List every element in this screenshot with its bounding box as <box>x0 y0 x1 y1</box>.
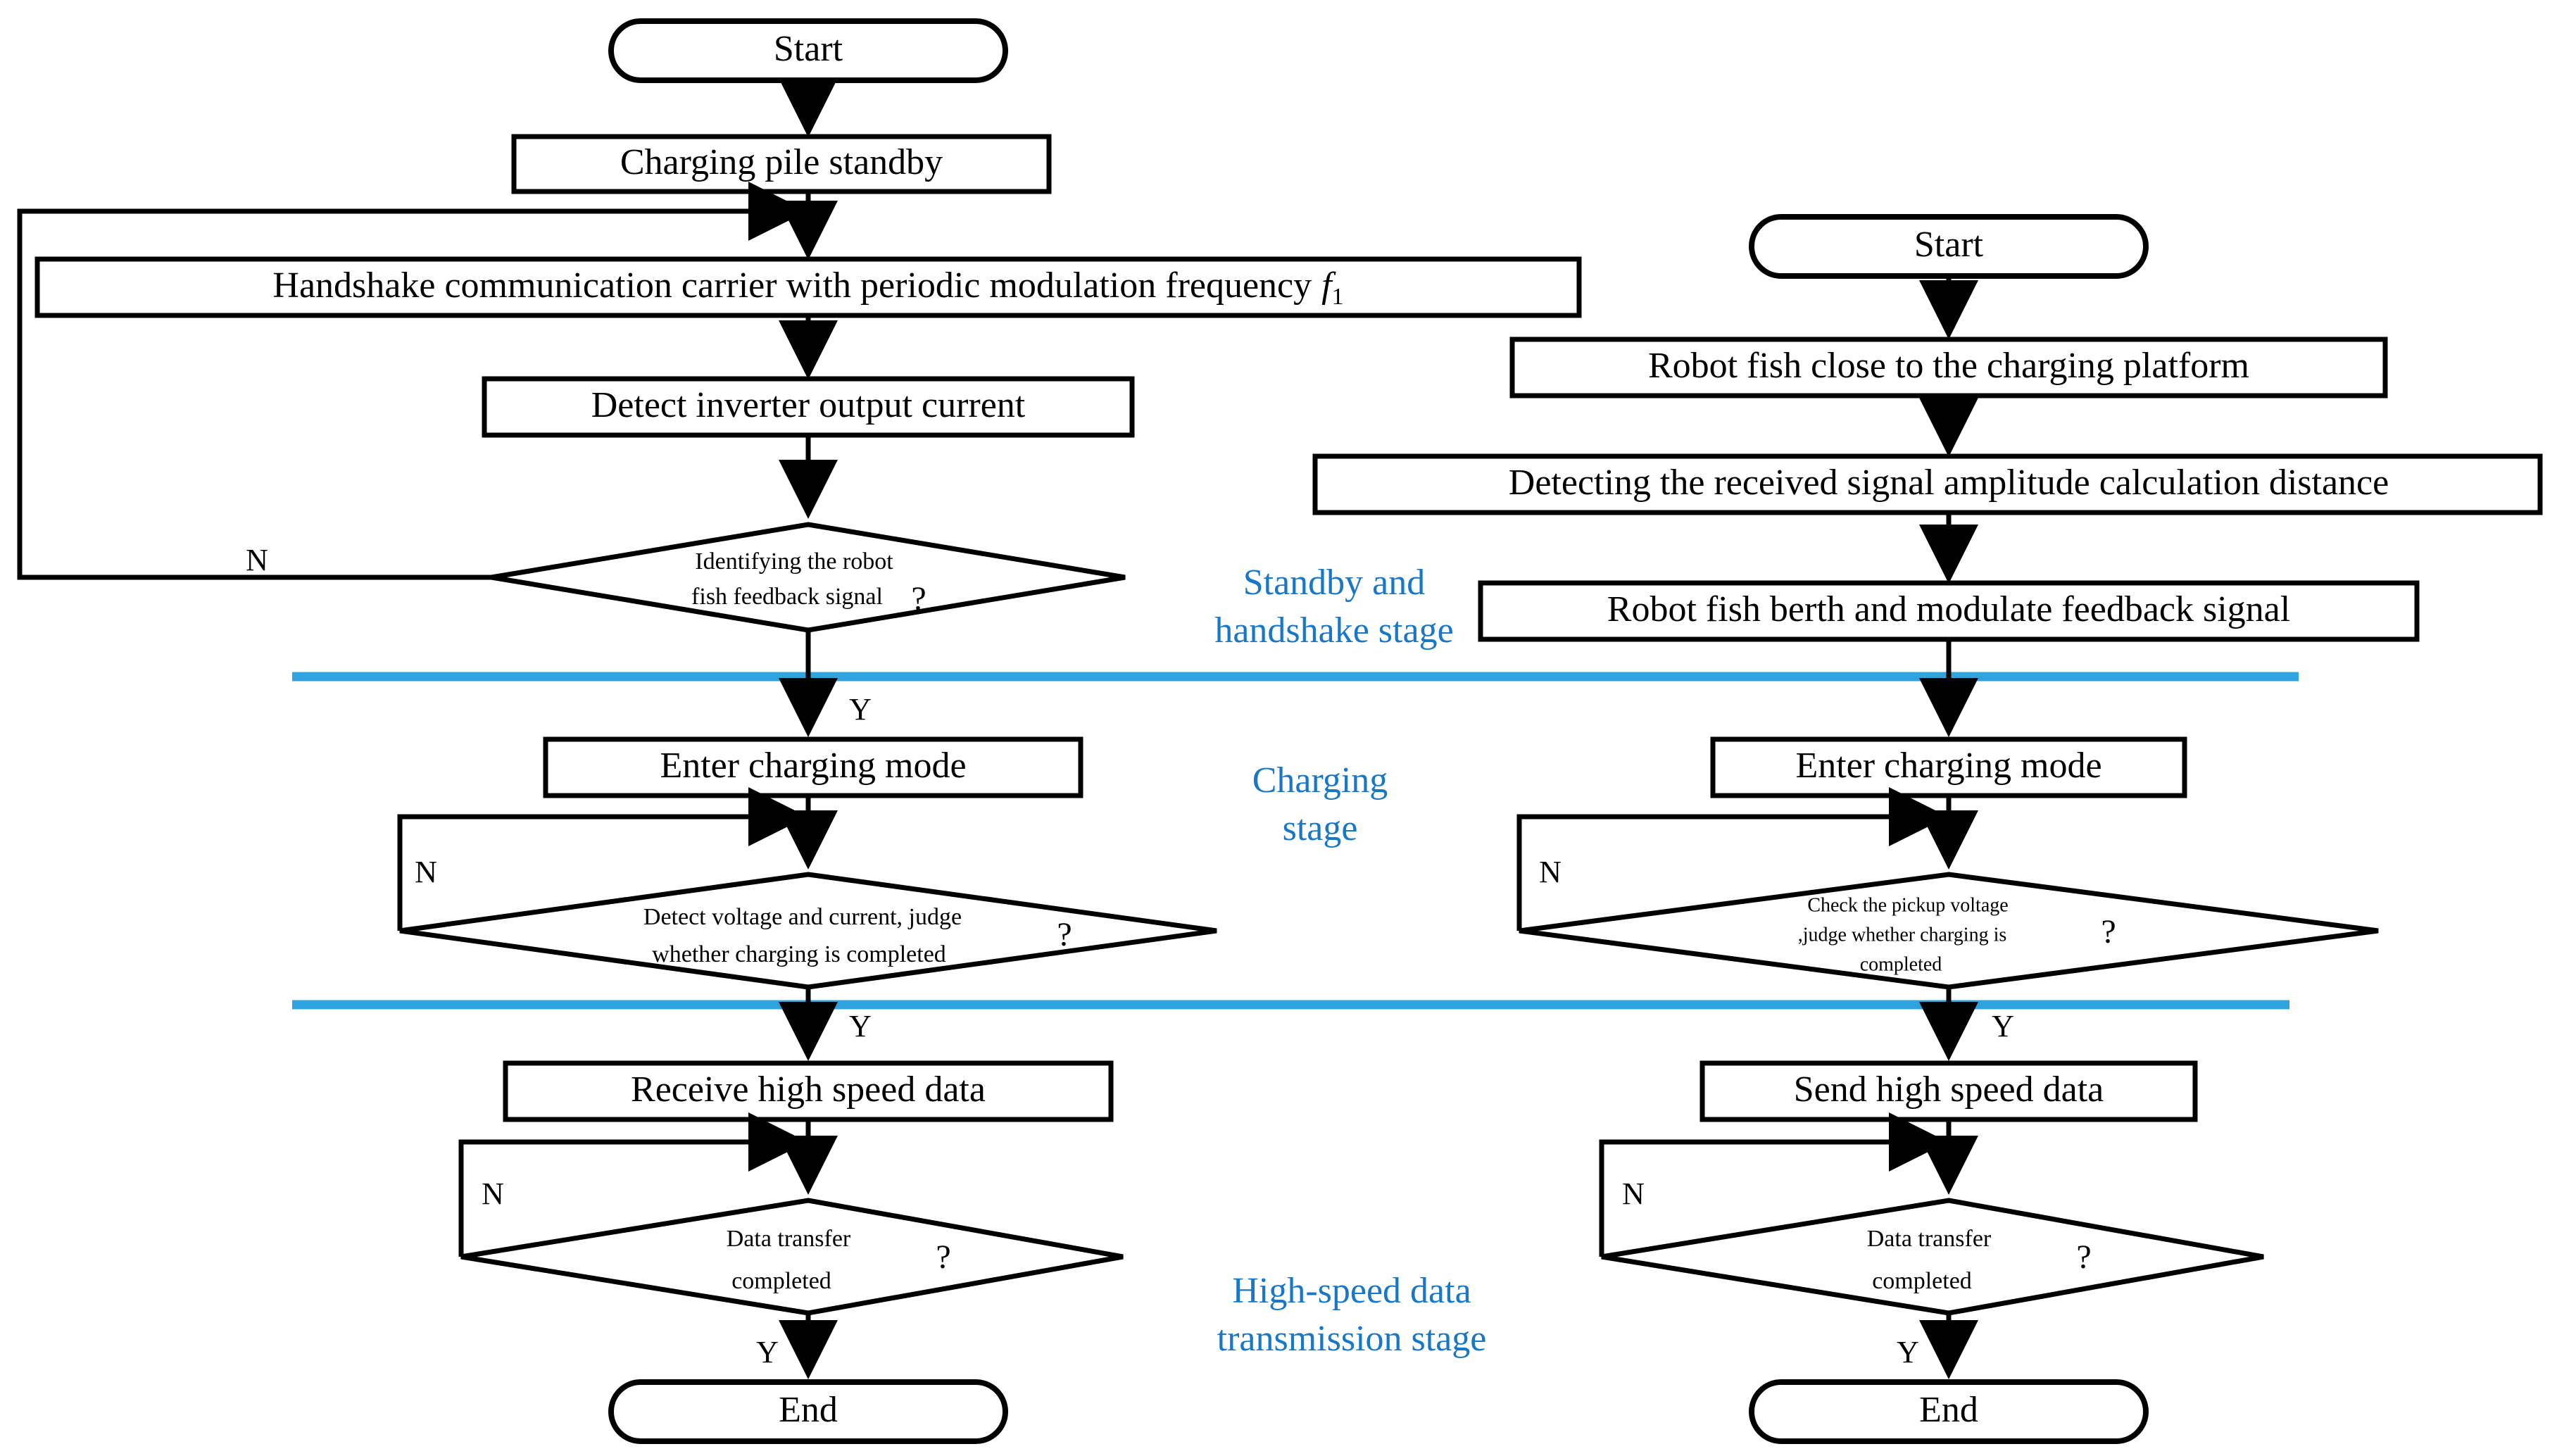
stage-label-highspeed-line1: High-speed data <box>1232 1271 1471 1311</box>
node-send-high-speed-data[interactable]: Send high speed data <box>1699 1060 2198 1122</box>
node-robot-fish-close[interactable]: Robot fish close to the charging platfor… <box>1509 337 2388 398</box>
node-data-transfer-completed-right[interactable]: Data transfer completed ? <box>1601 1198 2264 1316</box>
detect-voltage-line1: Detect voltage and current, judge <box>643 904 962 930</box>
check-pickup-line1: Check the pickup voltage <box>1807 894 2008 916</box>
robot-fish-close-label: Robot fish close to the charging platfor… <box>1648 346 2249 386</box>
enter-charging-mode-right-label: Enter charging mode <box>1795 746 2101 786</box>
data-transfer-right-line1: Data transfer <box>1867 1226 1992 1252</box>
charging-pile-standby-label: Charging pile standby <box>620 142 943 182</box>
edge-data-transfer-no-loop-left <box>458 1112 808 1257</box>
branch-y-detect-voltage: Y <box>849 1009 872 1043</box>
node-right-end[interactable]: End <box>1749 1379 2149 1444</box>
stage-label-standby-and-handshake: Standby and handshake stage <box>1214 563 1453 651</box>
node-charging-pile-standby[interactable]: Charging pile standby <box>511 134 1052 194</box>
stage-label-standby-line2: handshake stage <box>1214 610 1453 651</box>
node-detect-voltage-current[interactable]: Detect voltage and current, judge whethe… <box>399 872 1217 990</box>
branch-y-data-transfer-right: Y <box>1897 1335 1919 1369</box>
check-pickup-line2: ,judge whether charging is <box>1798 924 2007 946</box>
identify-feedback-qmark: ? <box>911 580 926 617</box>
node-detect-inverter-current[interactable]: Detect inverter output current <box>482 376 1135 438</box>
identify-feedback-line1: Identifying the robot <box>695 548 893 575</box>
stage-label-high-speed-data-transmission: High-speed data transmission stage <box>1217 1271 1487 1359</box>
branch-y-check-pickup: Y <box>1992 1009 2014 1043</box>
left-start-label: Start <box>774 29 843 69</box>
check-pickup-line3: completed <box>1860 953 1942 975</box>
stage-label-charging-line1: Charging <box>1252 760 1388 801</box>
node-detect-amplitude-distance[interactable]: Detecting the received signal amplitude … <box>1312 453 2543 515</box>
edge-check-pickup-no-loop <box>1516 787 1948 931</box>
node-data-transfer-completed-left[interactable]: Data transfer completed ? <box>460 1198 1124 1316</box>
detect-amplitude-distance-label: Detecting the received signal amplitude … <box>1509 463 2389 503</box>
node-receive-high-speed-data[interactable]: Receive high speed data <box>503 1060 1114 1122</box>
node-enter-charging-mode-left[interactable]: Enter charging mode <box>543 736 1083 798</box>
robot-fish-berth-label: Robot fish berth and modulate feedback s… <box>1607 589 2290 629</box>
data-transfer-right-qmark: ? <box>2076 1238 2091 1276</box>
stage-label-charging-line2: stage <box>1283 808 1358 848</box>
receive-high-speed-data-label: Receive high speed data <box>631 1069 986 1110</box>
data-transfer-left-line2: completed <box>731 1268 831 1294</box>
detect-inverter-current-label: Detect inverter output current <box>591 385 1026 425</box>
enter-charging-mode-left-label: Enter charging mode <box>660 746 966 786</box>
stage-label-standby-line1: Standby and <box>1243 563 1426 603</box>
node-handshake-carrier[interactable]: Handshake communication carrier with per… <box>34 256 1582 318</box>
node-robot-fish-berth[interactable]: Robot fish berth and modulate feedback s… <box>1478 580 2420 642</box>
branch-n-identify: N <box>246 543 268 577</box>
edge-identify-no-loop <box>17 182 808 580</box>
node-check-pickup-voltage[interactable]: Check the pickup voltage ,judge whether … <box>1519 872 2379 990</box>
right-end-label: End <box>1919 1390 1978 1430</box>
branch-n-data-transfer-right: N <box>1622 1176 1645 1211</box>
node-left-end[interactable]: End <box>608 1379 1008 1444</box>
detect-voltage-qmark: ? <box>1057 916 1072 953</box>
branch-n-check-pickup: N <box>1539 855 1562 889</box>
branch-y-identify: Y <box>849 692 872 727</box>
check-pickup-qmark: ? <box>2101 913 2116 950</box>
detect-voltage-line2: whether charging is completed <box>652 941 946 967</box>
branch-n-detect-voltage: N <box>415 855 437 889</box>
stage-label-highspeed-line2: transmission stage <box>1217 1319 1487 1359</box>
data-transfer-right-line2: completed <box>1872 1268 1972 1294</box>
node-enter-charging-mode-right[interactable]: Enter charging mode <box>1710 736 2187 798</box>
send-high-speed-data-label: Send high speed data <box>1794 1069 2104 1110</box>
node-identify-feedback-signal[interactable]: Identifying the robot fish feedback sign… <box>491 522 1126 633</box>
data-transfer-left-qmark: ? <box>936 1238 950 1276</box>
node-right-start[interactable]: Start <box>1749 214 2149 279</box>
branch-n-data-transfer: N <box>482 1176 504 1211</box>
identify-feedback-line2: fish feedback signal <box>691 584 883 610</box>
stage-label-charging: Charging stage <box>1252 760 1388 848</box>
edge-data-transfer-no-loop-right <box>1599 1112 1948 1257</box>
branch-y-data-transfer: Y <box>756 1335 779 1369</box>
right-start-label: Start <box>1914 225 1984 265</box>
left-end-label: End <box>779 1390 838 1430</box>
handshake-carrier-label: Handshake communication carrier with per… <box>272 265 1343 310</box>
edge-detect-voltage-no-loop <box>397 787 808 931</box>
node-left-start[interactable]: Start <box>608 18 1008 83</box>
data-transfer-left-line1: Data transfer <box>727 1226 851 1252</box>
